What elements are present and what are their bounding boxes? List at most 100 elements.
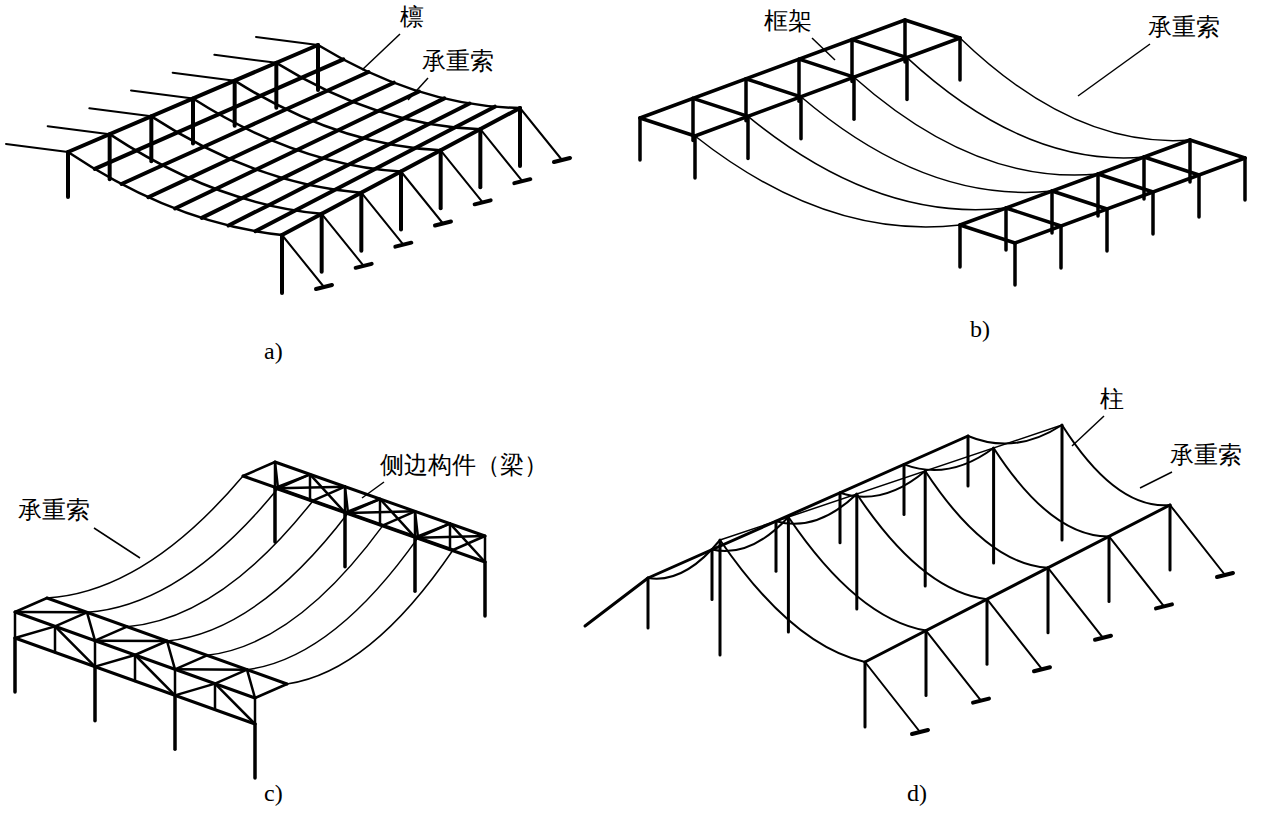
truss-web (135, 655, 175, 695)
leader-lines (94, 34, 1172, 558)
purlin (95, 59, 343, 168)
column (439, 150, 443, 208)
stay-cable (1109, 536, 1164, 606)
tie-back (214, 55, 276, 63)
frame-beam (640, 118, 695, 136)
truss-web (175, 655, 207, 669)
column (1151, 192, 1155, 234)
ridge-line (720, 425, 1062, 540)
truss-web (275, 474, 310, 488)
column (925, 631, 928, 696)
cable-line (207, 525, 383, 655)
anchor-symbol (1095, 636, 1111, 640)
column (399, 172, 403, 230)
cable-line (776, 494, 857, 524)
frame-beam (905, 20, 960, 38)
truss-chord (15, 638, 255, 724)
figure-label: d) (905, 780, 929, 808)
truss-web (215, 684, 255, 724)
column (1108, 536, 1111, 601)
cable-line (287, 550, 453, 684)
column (13, 638, 17, 692)
column (253, 724, 257, 778)
truss-web (94, 641, 97, 667)
truss-web (255, 684, 287, 698)
column (638, 118, 642, 160)
part-label: 檩 (398, 4, 426, 32)
column (1243, 158, 1247, 200)
part-label: 承重索 (1146, 14, 1222, 42)
column (924, 471, 927, 586)
column (864, 662, 867, 727)
part-label: 框架 (762, 8, 814, 36)
leader-line (94, 528, 140, 558)
column (478, 129, 482, 187)
cable-line (840, 471, 925, 497)
column (992, 448, 995, 563)
part-label: 柱 (1098, 386, 1126, 414)
column (280, 235, 284, 293)
part-label: 承重索 (16, 497, 92, 525)
truss-web (383, 511, 415, 525)
truss-web (345, 487, 348, 513)
column (1047, 568, 1050, 633)
column (1169, 505, 1172, 570)
column (855, 494, 858, 609)
cable-line (748, 116, 1006, 209)
truss-web (345, 499, 380, 513)
anchor-symbol (514, 179, 530, 183)
truss-web (310, 474, 345, 512)
stay-cable (361, 193, 403, 245)
truss-web (15, 611, 87, 614)
column (693, 136, 697, 178)
tie-back (173, 73, 235, 81)
column (1142, 157, 1146, 199)
column (967, 436, 970, 486)
column (986, 599, 989, 664)
tie-back (585, 578, 648, 626)
leader-line (1072, 416, 1104, 446)
truss-web (55, 612, 87, 626)
truss-web (380, 499, 415, 537)
frame-beam (1015, 158, 1245, 243)
stay-cable (322, 214, 364, 266)
column (191, 99, 195, 144)
truss-web (215, 670, 247, 684)
stay-cable (282, 235, 324, 287)
truss-web (254, 698, 257, 724)
column (691, 98, 695, 140)
column (233, 81, 237, 126)
cable-line (1062, 425, 1170, 505)
anchor-symbol (316, 285, 332, 289)
column (719, 540, 722, 655)
truss-web (278, 487, 345, 489)
truss-web (14, 612, 17, 638)
stay-cable (1170, 505, 1225, 575)
truss-web (418, 536, 485, 538)
cable-line (167, 513, 348, 641)
truss-web (175, 684, 215, 696)
column (1096, 174, 1100, 216)
stay-cable (865, 662, 920, 732)
stay-cable (441, 150, 483, 202)
edge-beam (648, 436, 968, 578)
tie-back (89, 108, 151, 116)
structure-drawing (6, 20, 1245, 778)
figure-label: a) (262, 338, 285, 366)
truss-web (348, 511, 415, 513)
truss-web (95, 655, 135, 667)
truss-web (247, 670, 255, 698)
column (799, 97, 803, 139)
cable-line (854, 77, 1098, 175)
column (274, 63, 278, 108)
truss-web (95, 627, 127, 641)
figure-label: b) (968, 316, 992, 344)
anchor-symbol (356, 264, 372, 268)
cable-line (960, 38, 1190, 141)
anchor-symbol (1034, 667, 1050, 671)
column (320, 214, 324, 272)
stay-cable (1048, 568, 1103, 638)
column (1197, 175, 1201, 217)
frame-beam (1190, 140, 1245, 158)
